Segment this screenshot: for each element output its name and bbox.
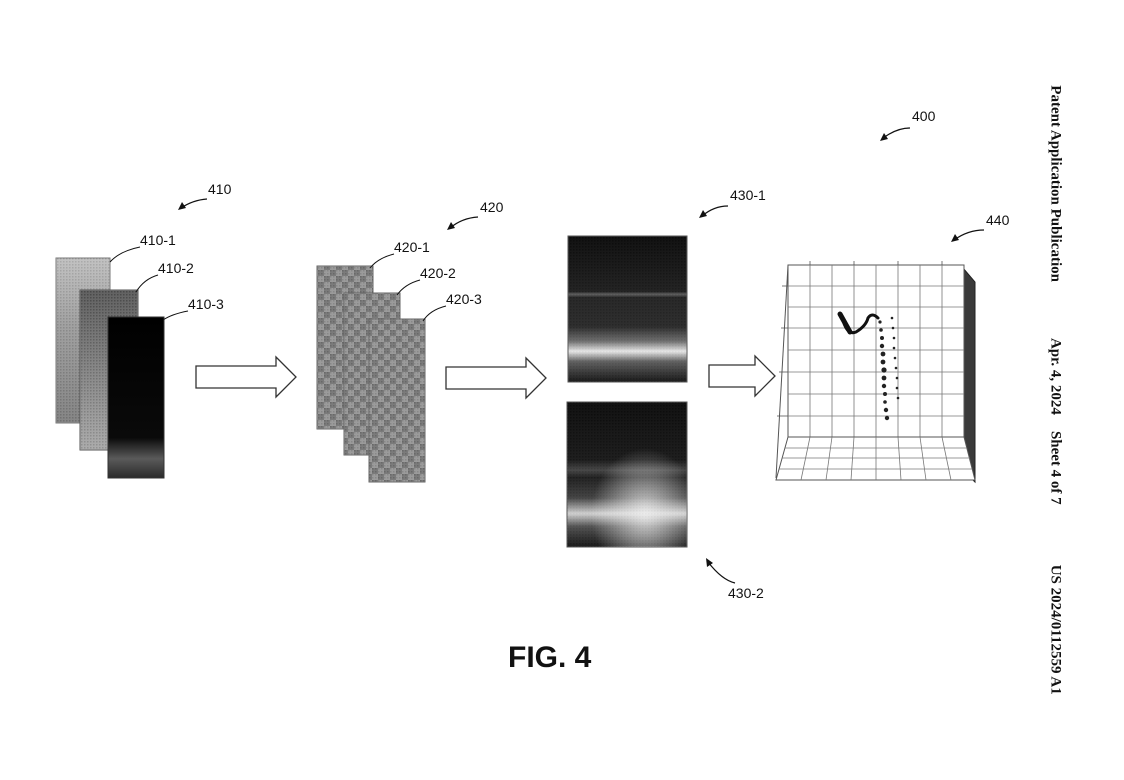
flow-arrow-3 bbox=[708, 354, 776, 398]
ref-440-label: 440 bbox=[986, 212, 1010, 228]
ref-420-1-label: 420-1 bbox=[394, 239, 430, 255]
heatmap-430-2 bbox=[566, 401, 688, 548]
figure-title: FIG. 4 bbox=[508, 641, 592, 674]
ref-400-arrowhead bbox=[880, 133, 888, 141]
plot-trajectory-points bbox=[878, 316, 900, 421]
frame-410-3 bbox=[107, 316, 165, 479]
ref-410-arrowhead bbox=[178, 202, 186, 210]
ref-430-1-label: 430-1 bbox=[730, 187, 766, 203]
ref-420-3-label: 420-3 bbox=[446, 291, 482, 307]
ref-400-label: 400 bbox=[912, 108, 936, 124]
ref-430-1-arrowhead bbox=[699, 210, 707, 218]
ref-430-2-label: 430-2 bbox=[728, 585, 764, 601]
heatmap-430-1 bbox=[567, 235, 688, 383]
ref-420-arrowhead bbox=[447, 222, 455, 230]
ref-410-2-label: 410-2 bbox=[158, 260, 194, 276]
plot-left-edge bbox=[775, 264, 789, 479]
ref-440-arrow bbox=[953, 229, 985, 241]
ref-420-2-label: 420-2 bbox=[420, 265, 456, 281]
ref-420-arrow bbox=[449, 216, 479, 229]
plot-back-grid bbox=[788, 265, 964, 437]
ref-410-1-label: 410-1 bbox=[140, 232, 176, 248]
ref-420-1-leader bbox=[369, 253, 395, 269]
plot-floor-grid bbox=[779, 436, 972, 481]
ref-440-arrowhead bbox=[951, 234, 959, 242]
ref-410-label: 410 bbox=[208, 181, 232, 197]
flow-arrow-1 bbox=[195, 355, 297, 399]
plot-trajectory-start bbox=[837, 311, 853, 335]
ref-430-2-arrowhead bbox=[706, 558, 713, 567]
ref-410-2-leader bbox=[135, 274, 159, 293]
plot-3d-440 bbox=[775, 261, 976, 484]
ref-420-3-leader bbox=[422, 305, 447, 322]
ref-430-2-arrow bbox=[707, 561, 736, 584]
ref-420-label: 420 bbox=[480, 199, 504, 215]
ref-420-2-leader bbox=[396, 279, 421, 296]
frame-420-3 bbox=[368, 318, 426, 483]
ref-410-1-leader bbox=[109, 246, 141, 263]
flow-arrow-2 bbox=[445, 356, 547, 400]
plot-tick-stubs bbox=[777, 261, 943, 417]
ref-410-3-leader bbox=[162, 310, 189, 321]
ref-410-3-label: 410-3 bbox=[188, 296, 224, 312]
